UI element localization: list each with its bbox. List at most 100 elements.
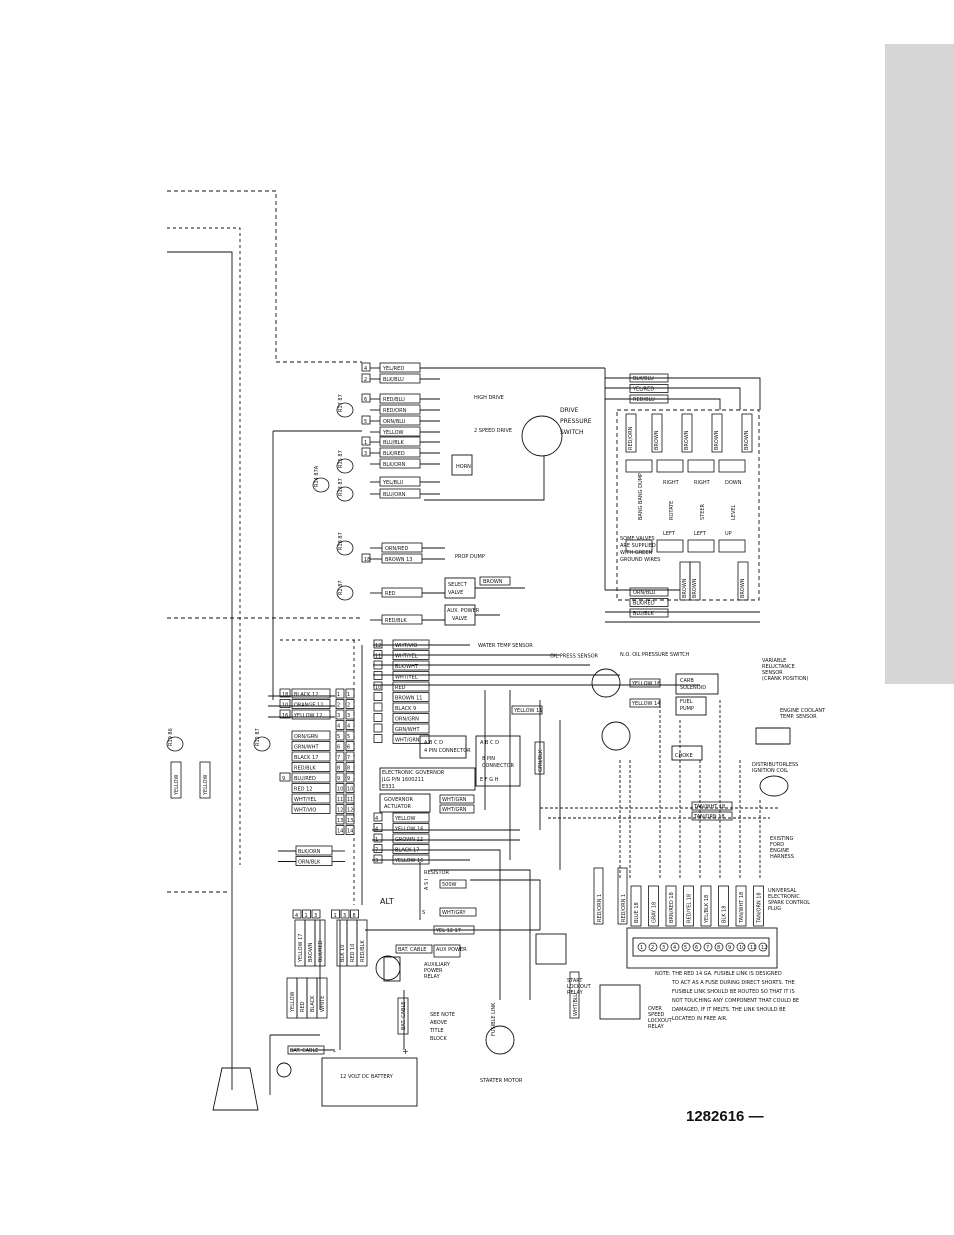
wire-tag	[392, 650, 430, 660]
lower-wire-label: YELLOW 16	[394, 827, 423, 833]
connector-pin-number: 11	[347, 797, 353, 803]
wire-tag	[379, 404, 421, 415]
connector-tag: 9	[282, 776, 285, 782]
terminal-box	[629, 678, 661, 688]
relay-tag-label: R12 87	[255, 728, 261, 746]
wire-tag	[381, 614, 423, 625]
yellow-14-label: YELLOW 14	[631, 701, 660, 707]
connector-pin-number: 3	[337, 713, 340, 719]
valve-top-label: BROWN	[654, 430, 660, 450]
fusible-link-note-lines: NOTE: THE RED 14 GA. FUSIBLE LINK IS DES…	[655, 971, 799, 1022]
terminal-box	[689, 561, 701, 601]
wire-tag	[291, 699, 331, 709]
wire-label-8: BLK/ORN	[383, 462, 406, 468]
wht-grn-label: WHT/GRN	[442, 797, 467, 803]
terminal-box	[700, 885, 712, 927]
prop-dump-label: PROP DUMP	[455, 554, 485, 560]
terminal-box	[295, 845, 333, 856]
connector-pin-number: 8	[337, 766, 340, 772]
connector-pin	[345, 720, 355, 730]
terminal-box	[397, 997, 409, 1035]
wire-tag	[392, 833, 430, 844]
connector-pin	[335, 772, 345, 783]
wire-tag	[379, 362, 421, 373]
overspeed-relay-label: RELAY	[648, 1024, 665, 1030]
wire-tag	[291, 793, 331, 804]
terminal-box	[511, 705, 543, 715]
bottom-tag: 3	[343, 913, 346, 919]
bottom-tag: 3	[314, 913, 317, 919]
terminal-box	[741, 413, 753, 453]
terminal-box	[629, 598, 669, 607]
connector-pin-number: 10	[347, 787, 353, 793]
sidebar-tab	[885, 44, 954, 684]
mid-wire-label-3: RED/BLK	[385, 618, 407, 624]
connector-pin	[335, 814, 345, 825]
terminal-box	[295, 856, 333, 866]
lower-pin: 7	[375, 848, 378, 854]
connector-pin-number: 13	[337, 818, 343, 824]
plug-pin	[648, 942, 658, 952]
plug-pin-number: 10	[739, 945, 745, 951]
valve-terminal	[656, 459, 684, 473]
plug-wire-label: GRAY 18	[652, 902, 658, 923]
four-pin-label: 4 PIN CONNECTOR	[424, 748, 471, 754]
connector-pin-number: 7	[337, 755, 340, 761]
aux-relay-label: POWER	[424, 968, 443, 974]
plug-pin-number: 2	[651, 945, 654, 951]
tan-wht-label: TAN/WHT 18	[693, 804, 725, 810]
wire-label-6: BLU/BLK	[383, 440, 405, 446]
terminal-box	[683, 885, 694, 927]
valve-name: BANG BANG DUMP	[638, 473, 644, 520]
resistor-label: RESISTOR	[424, 870, 449, 876]
plug-pin	[736, 942, 746, 952]
connector-pin-number: 12	[337, 808, 343, 814]
pin-box	[361, 362, 371, 372]
select-valve-label: VALVE	[448, 590, 463, 596]
valve-direction: DOWN	[725, 480, 742, 486]
wire-label-7: BLK/RED	[383, 451, 405, 457]
alt-s: S	[422, 910, 425, 916]
terminal-box	[373, 660, 383, 670]
tan-orn-label: TAN/ORN 18	[693, 814, 725, 820]
governor-actuator-label: ACTUATOR	[384, 804, 412, 810]
overspeed-relay-label: OVER	[648, 1006, 662, 1012]
pin-number: 3	[364, 451, 367, 457]
grn-blk-label: GRN/BLK	[538, 749, 544, 772]
terminal-box	[753, 885, 764, 927]
plug-pin-number: 12	[761, 945, 767, 951]
eight-pin-top: A B C D	[480, 740, 499, 746]
see-note-label: ABOVE	[430, 1020, 447, 1026]
connector-pin	[345, 804, 355, 814]
connector-pin-number: 10	[337, 787, 343, 793]
plug-pin	[692, 942, 702, 952]
drive-pressure-switch-label: DRIVE	[560, 407, 579, 414]
connector-pin	[335, 741, 345, 751]
connector-pin	[345, 709, 355, 720]
engine-pin: 10	[375, 685, 381, 691]
connector-pin	[345, 730, 355, 741]
carb-label: SOLENOID	[680, 685, 706, 691]
bottom-wire-label: BLK 10	[340, 945, 346, 962]
valve-terminal	[718, 459, 746, 473]
resistor-value: 500W	[442, 882, 457, 888]
four-pin-pins: A B C D	[424, 740, 443, 746]
wire-tag	[392, 854, 430, 865]
drive-pressure-switch-label: PRESSURE	[560, 418, 592, 425]
connector-pin-number: 1	[347, 692, 350, 698]
pin-box	[361, 393, 371, 403]
terminal-box	[735, 885, 747, 927]
connector-pin	[335, 709, 345, 720]
connector-wire-label: WHT/VIO	[294, 808, 316, 814]
engine-wire-label: GRN/WHT	[395, 727, 420, 733]
engine-pin: 11	[375, 654, 381, 660]
lower-color-label: YELLOW	[290, 991, 296, 1013]
spark-plug-label: ELECTRONIC	[768, 894, 800, 900]
terminal-box	[373, 854, 383, 864]
connector-wire-label: BLACK 12	[294, 692, 318, 698]
wire-tag	[392, 681, 430, 692]
connector-wire-label: WHT/YEL	[294, 797, 317, 803]
governor-label: E331	[382, 784, 395, 790]
terminal-box	[340, 909, 350, 919]
terminal-box	[433, 925, 475, 935]
